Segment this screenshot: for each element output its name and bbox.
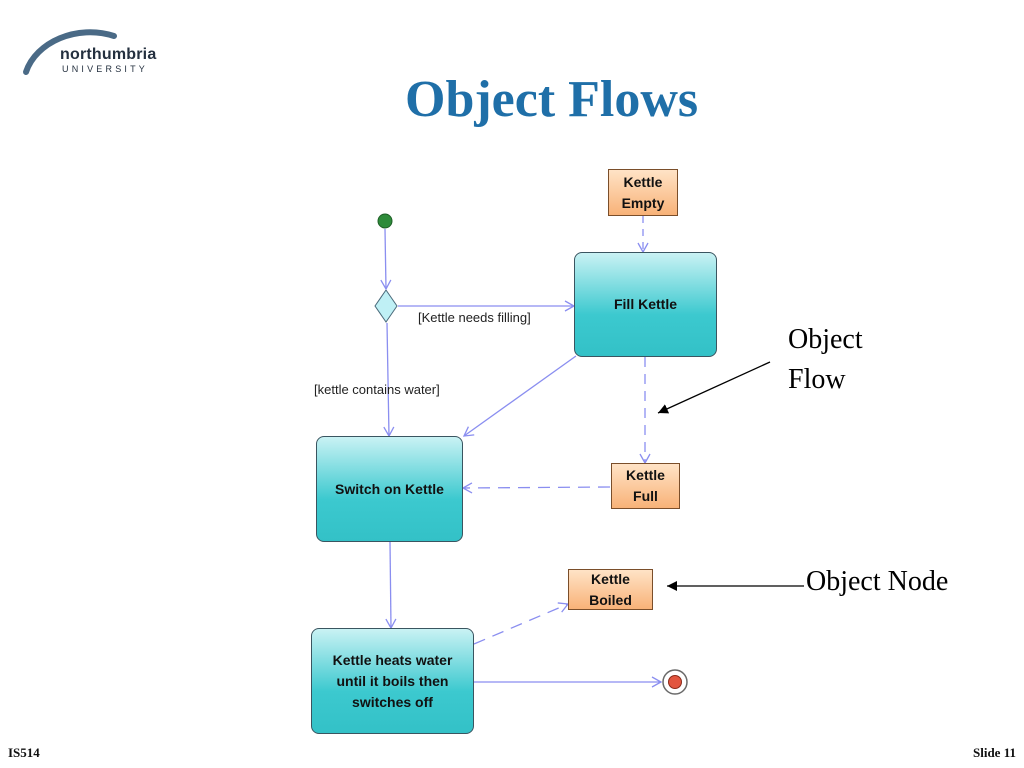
action-kettle-heats-water: Kettle heats water until it boils then s… [311,628,474,734]
guard-kettle-needs-filling: [Kettle needs filling] [418,310,531,325]
flow-decision-to-switch [383,322,395,438]
final-node-core [668,675,682,689]
page-title: Object Flows [405,71,699,128]
action-switch-on-kettle: Switch on Kettle [316,436,463,542]
object-node-kettle-empty: Kettle Empty [608,169,678,216]
action-fill-kettle: Fill Kettle [574,252,717,357]
logo-subtitle: UNIVERSITY [62,64,149,74]
initial-node [377,213,393,229]
footer-slide-number: Slide 11 [973,745,1016,760]
university-logo: northumbria UNIVERSITY [22,22,172,78]
callout-object-node: Object Node [806,566,949,597]
object-flow-heats-to-boiled [473,602,570,645]
callout-object-flow: Object Flow [788,324,863,395]
flow-fill-to-switch [462,355,577,437]
footer-course-code: IS514 [8,745,40,760]
object-flow-full-to-switch [461,482,611,494]
flow-initial-to-decision [380,228,392,291]
logo-name: northumbria [60,46,157,63]
object-node-kettle-boiled: Kettle Boiled [568,569,653,610]
logo-swoosh-icon [23,29,117,75]
flow-switch-to-heats [385,541,397,630]
decision-node [374,289,398,323]
guard-kettle-contains-water: [kettle contains water] [314,382,440,397]
object-flow-pointer [657,361,771,414]
object-node-kettle-full: Kettle Full [611,463,680,509]
